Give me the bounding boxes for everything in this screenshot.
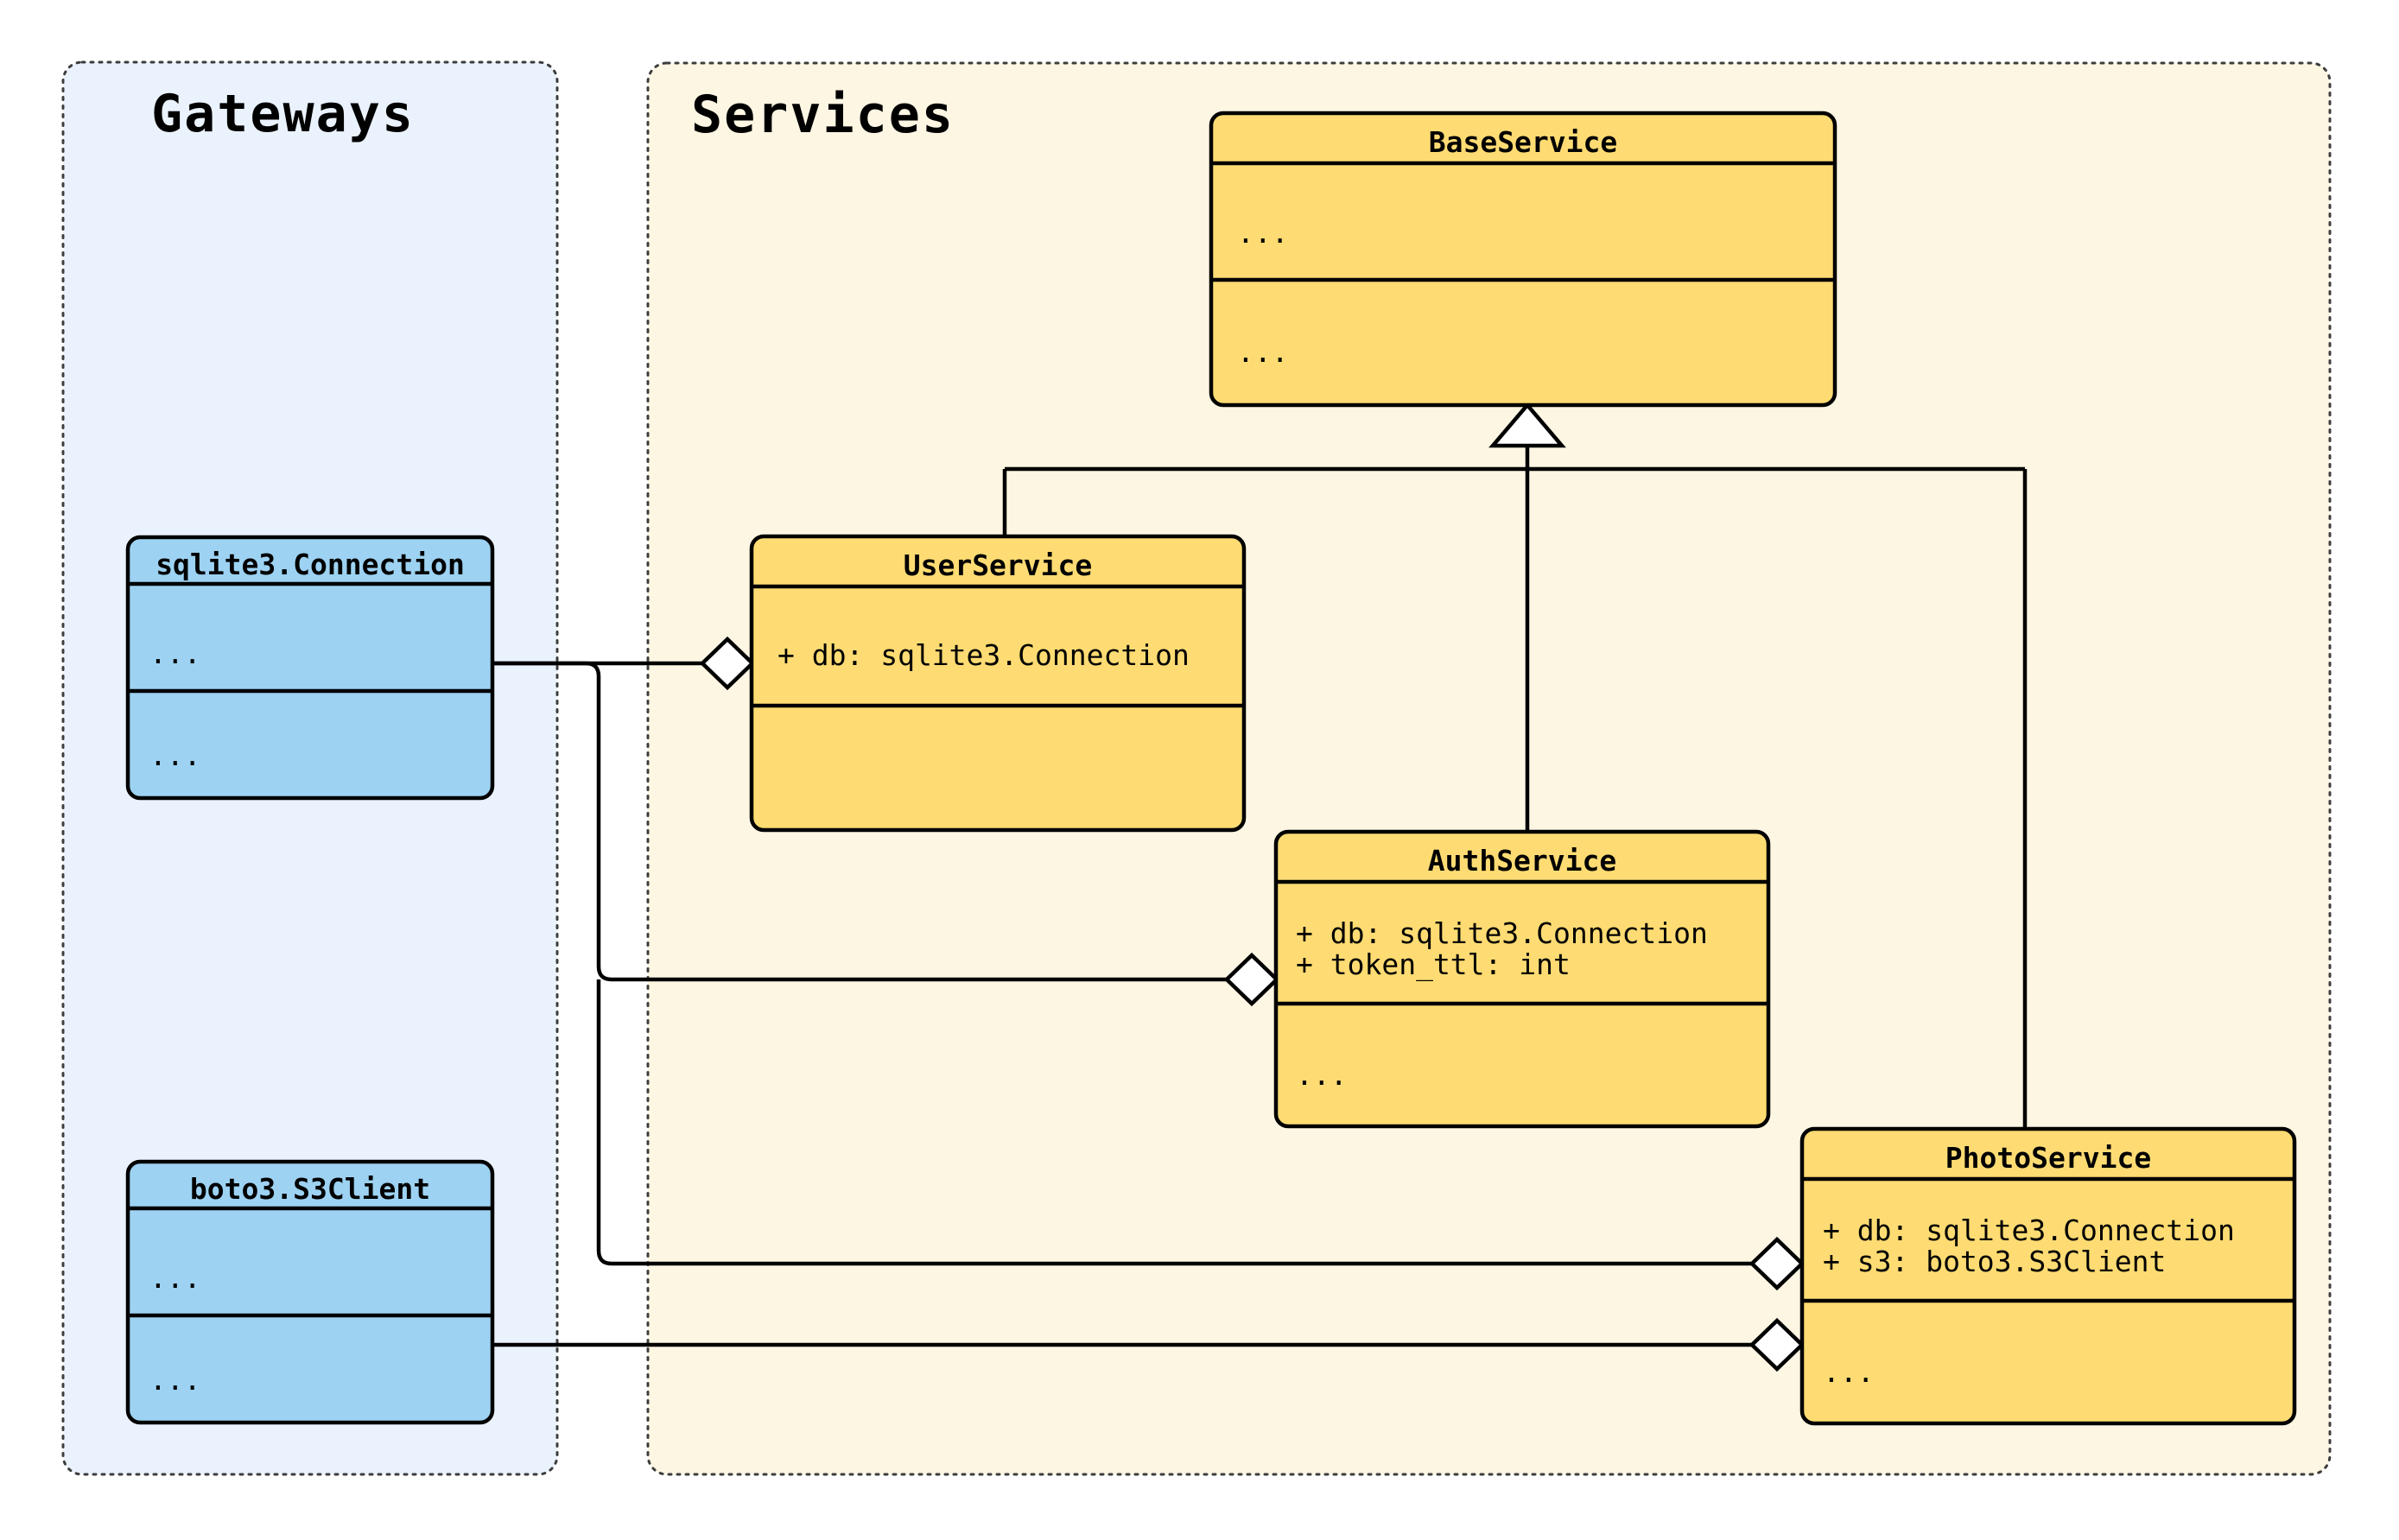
class-authservice-attribute-0: + db: sqlite3.Connection	[1296, 916, 1708, 950]
class-baseservice-title: BaseService	[1429, 125, 1618, 159]
class-baseservice[interactable]: BaseService ... ...	[1209, 111, 1837, 408]
generalization-edges	[1002, 402, 2028, 1129]
class-baseservice-method: ...	[1237, 335, 1289, 369]
class-baseservice-rect	[1209, 111, 1837, 408]
class-photoservice-method: ...	[1823, 1355, 1875, 1389]
class-photoservice-rect	[1799, 1126, 2297, 1426]
class-sqlite3-connection[interactable]: sqlite3.Connection ... ...	[125, 535, 495, 801]
class-sqlite3-connection-rect	[125, 535, 495, 801]
package-services-title: Services	[691, 85, 955, 145]
class-authservice-method: ...	[1296, 1058, 1348, 1092]
class-userservice-rect	[749, 534, 1247, 833]
class-authservice-title: AuthService	[1428, 844, 1617, 878]
package-services-rect	[646, 61, 2332, 1476]
aggregation-edge-sqlite-authservice	[492, 661, 1280, 1007]
class-boto3-s3client[interactable]: boto3.S3Client ... ...	[125, 1159, 495, 1425]
class-authservice-rect	[1273, 829, 1771, 1129]
class-boto3-s3client-attribute: ...	[149, 1261, 201, 1295]
class-authservice-attribute-1: + token_ttl: int	[1296, 947, 1571, 982]
class-boto3-s3client-title: boto3.S3Client	[190, 1172, 430, 1206]
class-sqlite3-connection-attribute: ...	[149, 637, 201, 670]
class-boto3-s3client-method: ...	[149, 1363, 201, 1397]
class-photoservice-attribute-0: + db: sqlite3.Connection	[1823, 1214, 2235, 1247]
class-photoservice[interactable]: PhotoService + db: sqlite3.Connection + …	[1799, 1126, 2297, 1426]
class-baseservice-attribute: ...	[1237, 216, 1289, 250]
aggregation-line-sqlite-photoservice[interactable]	[596, 979, 1752, 1266]
class-photoservice-title: PhotoService	[1945, 1141, 2151, 1175]
generalization-triangle-icon	[1488, 402, 1566, 448]
class-photoservice-attribute-1: + s3: boto3.S3Client	[1823, 1245, 2166, 1278]
class-boto3-s3client-rect	[125, 1159, 495, 1425]
class-sqlite3-connection-title: sqlite3.Connection	[155, 548, 465, 581]
class-userservice-title: UserService	[904, 548, 1093, 582]
package-gateways-title: Gateways	[151, 84, 415, 144]
aggregation-line-sqlite-authservice[interactable]	[492, 661, 1227, 982]
class-userservice-attribute: + db: sqlite3.Connection	[777, 638, 1190, 672]
class-sqlite3-connection-method: ...	[149, 738, 201, 772]
class-userservice[interactable]: UserService + db: sqlite3.Connection	[749, 534, 1247, 833]
package-services[interactable]: Services	[646, 61, 2332, 1476]
class-authservice[interactable]: AuthService + db: sqlite3.Connection + t…	[1273, 829, 1771, 1129]
